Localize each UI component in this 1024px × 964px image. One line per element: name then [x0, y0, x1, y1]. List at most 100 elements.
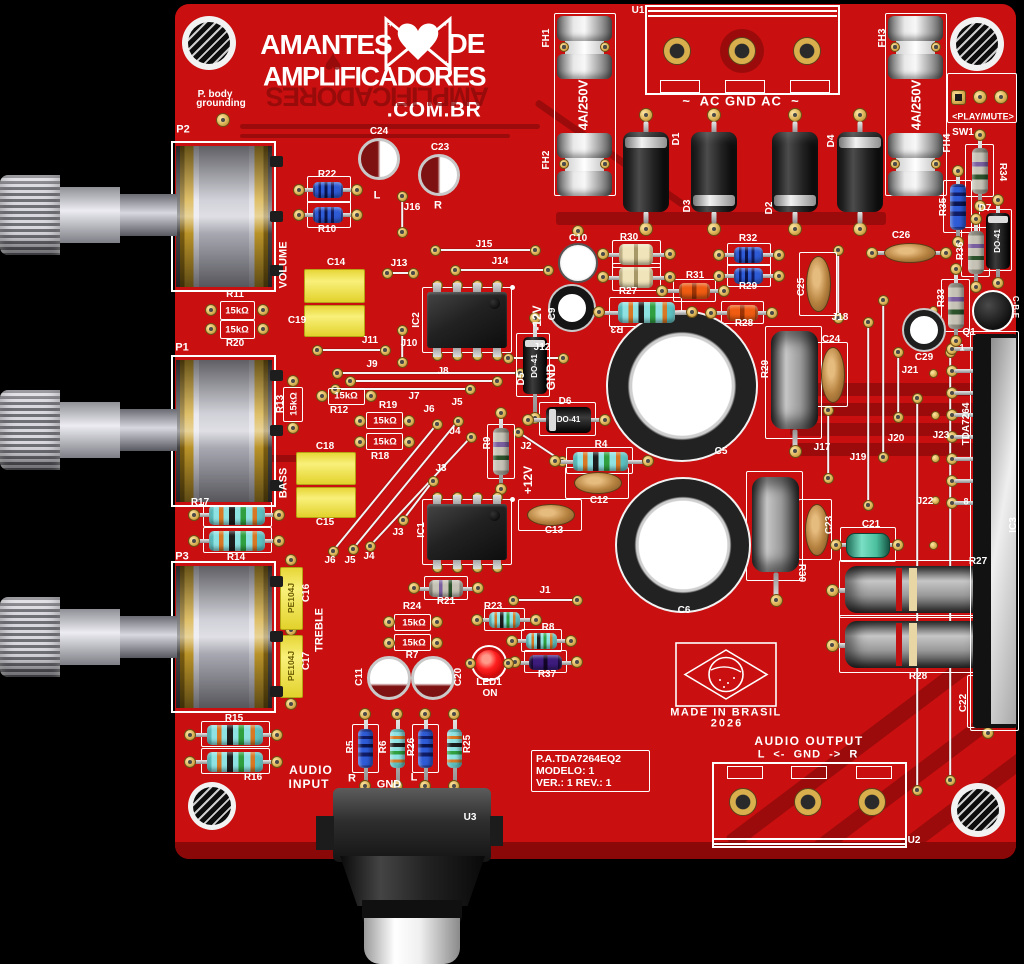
- silk-GND: GND: [376, 778, 402, 791]
- capacitor-C10: [558, 243, 598, 283]
- solder-pad: [403, 415, 415, 427]
- silk-R8: R8: [541, 622, 555, 633]
- resistor-R17: [209, 505, 265, 525]
- solder-pad: [950, 263, 962, 275]
- solder-pad: [992, 277, 1004, 289]
- solder-pad: [707, 222, 721, 236]
- silk-R24: R24: [402, 601, 422, 612]
- pot-pin: [270, 370, 283, 381]
- solder-pad: [327, 545, 339, 557]
- mount-hole-drill: [187, 21, 231, 65]
- silk-IC2: IC2: [411, 312, 422, 328]
- solder-pad: [565, 635, 577, 647]
- svg-text:-: -: [388, 59, 391, 68]
- solder-pad: [994, 90, 1008, 104]
- ic-pin: [453, 495, 461, 506]
- silk-15kΩ: 15kΩ: [334, 390, 358, 402]
- diode-band: [839, 137, 881, 148]
- ic3-pin: [954, 435, 974, 439]
- fuse-clip: [557, 16, 612, 41]
- terminal-u2-notch: [856, 766, 892, 779]
- pot-pin: [270, 210, 283, 222]
- solder-pad: [452, 415, 464, 427]
- silk-J22: J22: [916, 496, 934, 507]
- resistor-R5: [358, 729, 373, 768]
- silk-R12: R12: [329, 405, 349, 416]
- lead: [711, 211, 717, 223]
- pot-shaft: [60, 609, 120, 665]
- silk-BASS: BASS: [277, 467, 290, 499]
- pot-pin: [270, 156, 283, 167]
- silk-R4: R4: [594, 439, 608, 450]
- solder-pad: [825, 583, 839, 597]
- capacitor-C5: [606, 310, 758, 462]
- resistor-R21: [429, 580, 463, 597]
- pot-bushing: [120, 409, 177, 451]
- diode-band: [988, 216, 1008, 223]
- u2-line: [714, 843, 905, 845]
- silk-AMANTES: AMANTES: [260, 29, 392, 60]
- silk-J4: J4: [363, 551, 375, 562]
- film-capacitor-C14: [304, 269, 365, 303]
- resistor-R9: [493, 428, 509, 475]
- resistor-R14: [209, 531, 265, 551]
- solder-pad: [773, 270, 785, 282]
- silk-FH2: FH2: [541, 150, 552, 170]
- solder-pad: [952, 165, 964, 177]
- terminal-u1-hole: [728, 37, 756, 65]
- silk-R6: R6: [378, 740, 389, 754]
- solder-pad: [431, 418, 443, 430]
- silk-R34: R34: [997, 162, 1008, 182]
- brazil-flag-icon: [675, 642, 777, 707]
- solder-pad: [940, 247, 952, 259]
- silk-R14: R14: [226, 552, 246, 563]
- silk-R9: R9: [482, 436, 493, 450]
- silk-AUDIO_OUTPUT: AUDIO OUTPUT: [754, 734, 864, 748]
- solder-pad: [950, 335, 962, 347]
- film-capacitor-C15: [296, 487, 356, 518]
- pot-shaft-knurl: [0, 175, 60, 255]
- silk-R25: R25: [462, 734, 473, 754]
- silk-J6: J6: [324, 555, 336, 566]
- ic-pin: [473, 495, 481, 506]
- rca-tab: [490, 816, 503, 846]
- solder-pad: [853, 108, 867, 122]
- silk-FH3: FH3: [877, 28, 888, 48]
- silk-P._body: P. body: [197, 89, 233, 100]
- solder-pad: [973, 90, 987, 104]
- ic3-pin: [954, 413, 974, 417]
- solder-pad: [713, 270, 725, 282]
- fuse-clip: [557, 54, 612, 79]
- solder-pad: [974, 129, 986, 141]
- model-box-outline: [531, 750, 650, 792]
- silk--12V: -12V: [530, 305, 544, 331]
- terminal-u2-hole: [794, 788, 822, 816]
- solder-pad: [713, 249, 725, 261]
- fuse-clip: [888, 171, 943, 196]
- diode-body-text: DO-41: [530, 353, 539, 378]
- solder-pad: [512, 426, 524, 438]
- pot-pin: [270, 631, 283, 642]
- solder-pad: [788, 108, 802, 122]
- via: [930, 410, 940, 420]
- solder-pad: [507, 594, 519, 606]
- silk-R30: R30: [796, 563, 807, 583]
- solder-pad: [351, 184, 363, 196]
- silk-J17: J17: [813, 442, 831, 453]
- silk-R3: R3: [610, 323, 624, 334]
- silk-AMPLIFICADORES: AMPLIFICADORES: [263, 61, 487, 92]
- silk-R22: R22: [317, 169, 337, 180]
- solder-pad: [642, 455, 654, 467]
- solder-pad: [472, 582, 484, 594]
- film-capacitor-C17: [280, 635, 303, 698]
- solder-pad: [890, 42, 900, 52]
- solder-pad: [354, 436, 366, 448]
- silk-R26: R26: [406, 737, 417, 757]
- silk-TDA7264: TDA7264: [961, 402, 972, 446]
- logo-heart: + + - -: [383, 16, 453, 70]
- silk-~_AC_GND_AC_~: ~ AC GND AC ~: [682, 93, 800, 109]
- solder-pad: [597, 248, 609, 260]
- rca-barrel: [364, 918, 460, 964]
- silk-J19: J19: [849, 452, 867, 463]
